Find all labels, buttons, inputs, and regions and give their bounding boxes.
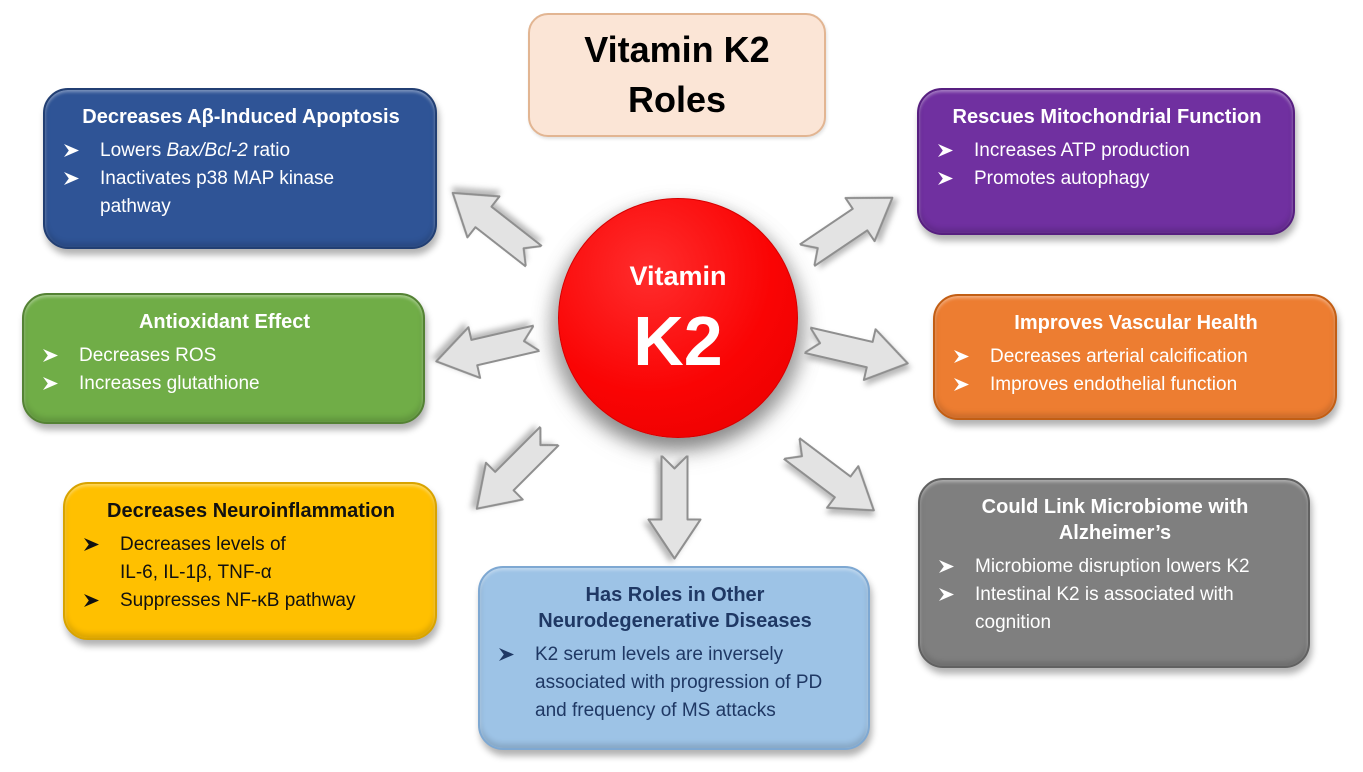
bullet-text: Decreases ROS: [79, 345, 217, 366]
bullet-line: cognition: [975, 612, 1052, 633]
bullet-text: Microbiome disruption lowers K2: [975, 556, 1250, 577]
bullet-arrow-icon: [933, 144, 974, 157]
bullet-text: Improves endothelial function: [990, 374, 1238, 395]
role-box-neuroinflammation-title: Decreases Neuroinflammation: [107, 500, 395, 522]
center-node-label-vitamin: Vitamin: [629, 260, 727, 291]
bullet-line: Intestinal K2 is associated with: [975, 584, 1234, 605]
bullet-text-prefix: Lowers: [100, 140, 167, 161]
arrow-left-icon: [435, 324, 541, 379]
bullet-text: Lowers Bax/Bcl-2 ratio: [100, 137, 423, 165]
bullet-line: associated with progression of PD: [535, 672, 823, 693]
bullet-text: Intestinal K2 is associated with cognitio…: [975, 581, 1296, 637]
bullet-line: IL-6, IL-1β, TNF-α: [120, 562, 272, 583]
bullet-item: Intestinal K2 is associated with cognitio…: [934, 581, 1296, 637]
role-box-neurodegenerative-title: Has Roles in Other Neurodegenerative Dis…: [494, 582, 856, 634]
role-box-microbiome: Could Link Microbiome with Alzheimer’s M…: [918, 478, 1310, 668]
bullet-text: Promotes autophagy: [974, 168, 1150, 189]
bullet-arrow-icon: [38, 377, 79, 390]
bullet-text: K2 serum levels are inversely associated …: [535, 641, 856, 725]
arrow-lower-left-icon: [475, 425, 560, 510]
bullet-item: Decreases levels of IL-6, IL-1β, TNF-α: [79, 531, 423, 587]
bullet-item: Suppresses NF-κB pathway: [79, 587, 423, 615]
role-box-antioxidant: Antioxidant Effect Decreases ROS Increas…: [22, 293, 425, 424]
bullet-item: K2 serum levels are inversely associated …: [494, 641, 856, 725]
bullet-text: Decreases arterial calcification: [990, 346, 1248, 367]
bullet-text-italic: Bax/Bcl-2: [166, 140, 248, 161]
bullet-item: Increases glutathione: [38, 370, 411, 398]
bullet-item: Microbiome disruption lowers K2: [934, 553, 1296, 581]
bullet-item: Increases ATP production: [933, 137, 1281, 165]
title-line: Neurodegenerative Diseases: [538, 610, 812, 632]
bullet-arrow-icon: [38, 349, 79, 362]
vitamin-k2-center-node: Vitamin K2: [558, 198, 798, 438]
role-box-vascular-title: Improves Vascular Health: [1014, 312, 1258, 334]
bullet-line: and frequency of MS attacks: [535, 700, 776, 721]
bullet-line: Decreases levels of: [120, 534, 286, 555]
bullet-item: Decreases ROS: [38, 342, 411, 370]
bullet-arrow-icon: [59, 144, 100, 157]
role-box-mitochondrial-title: Rescues Mitochondrial Function: [952, 106, 1262, 128]
bullet-arrow-icon: [79, 594, 120, 607]
bullet-arrow-icon: [59, 172, 100, 185]
diagram-title-line2: Roles: [627, 79, 727, 120]
center-node-label-k2: K2: [633, 301, 723, 380]
bullet-text: Increases ATP production: [974, 140, 1190, 161]
bullet-line: pathway: [100, 196, 171, 217]
bullet-text: Inactivates p38 MAP kinase pathway: [100, 165, 423, 221]
role-box-apoptosis-title: Decreases Aβ-Induced Apoptosis: [82, 106, 400, 128]
bullet-arrow-icon: [949, 350, 990, 363]
bullet-line: Inactivates p38 MAP kinase: [100, 168, 335, 189]
bullet-item: Promotes autophagy: [933, 165, 1281, 193]
bullet-arrow-icon: [79, 538, 120, 551]
role-box-neurodegenerative: Has Roles in Other Neurodegenerative Dis…: [478, 566, 870, 750]
bullet-item: Improves endothelial function: [949, 371, 1323, 399]
bullet-item: Lowers Bax/Bcl-2 ratio: [59, 137, 423, 165]
role-box-apoptosis: Decreases Aβ-Induced Apoptosis Lowers Ba…: [43, 88, 437, 249]
bullet-item: Inactivates p38 MAP kinase pathway: [59, 165, 423, 221]
role-box-mitochondrial: Rescues Mitochondrial Function Increases…: [917, 88, 1295, 235]
bullet-arrow-icon: [933, 172, 974, 185]
arrow-upper-left-icon: [451, 191, 543, 268]
diagram-title-card: Vitamin K2 Roles: [528, 13, 826, 137]
role-box-antioxidant-title: Antioxidant Effect: [138, 311, 311, 333]
bullet-text: Decreases levels of IL-6, IL-1β, TNF-α: [120, 531, 423, 587]
arrow-right-icon: [803, 326, 909, 381]
title-line: Has Roles in Other: [585, 584, 765, 606]
arrow-upper-right-icon: [798, 196, 894, 268]
diagram-title-line1: Vitamin K2: [584, 29, 770, 70]
bullet-item: Decreases arterial calcification: [949, 343, 1323, 371]
bullet-arrow-icon: [494, 648, 535, 661]
role-box-microbiome-title: Could Link Microbiome with Alzheimer’s: [934, 494, 1296, 546]
bullet-text-suffix: ratio: [247, 140, 291, 161]
title-line: Alzheimer’s: [1058, 522, 1172, 544]
bullet-arrow-icon: [949, 378, 990, 391]
bullet-arrow-icon: [934, 588, 975, 601]
bullet-text: Increases glutathione: [79, 373, 260, 394]
role-box-vascular: Improves Vascular Health Decreases arter…: [933, 294, 1337, 420]
bullet-text: Suppresses NF-κB pathway: [120, 590, 356, 611]
bullet-arrow-icon: [934, 560, 975, 573]
arrow-lower-right-icon: [782, 437, 875, 512]
bullet-line: K2 serum levels are inversely: [535, 644, 784, 665]
role-box-neuroinflammation: Decreases Neuroinflammation Decreases le…: [63, 482, 437, 640]
title-line: Could Link Microbiome with: [981, 496, 1249, 518]
arrow-down-icon: [647, 455, 702, 560]
